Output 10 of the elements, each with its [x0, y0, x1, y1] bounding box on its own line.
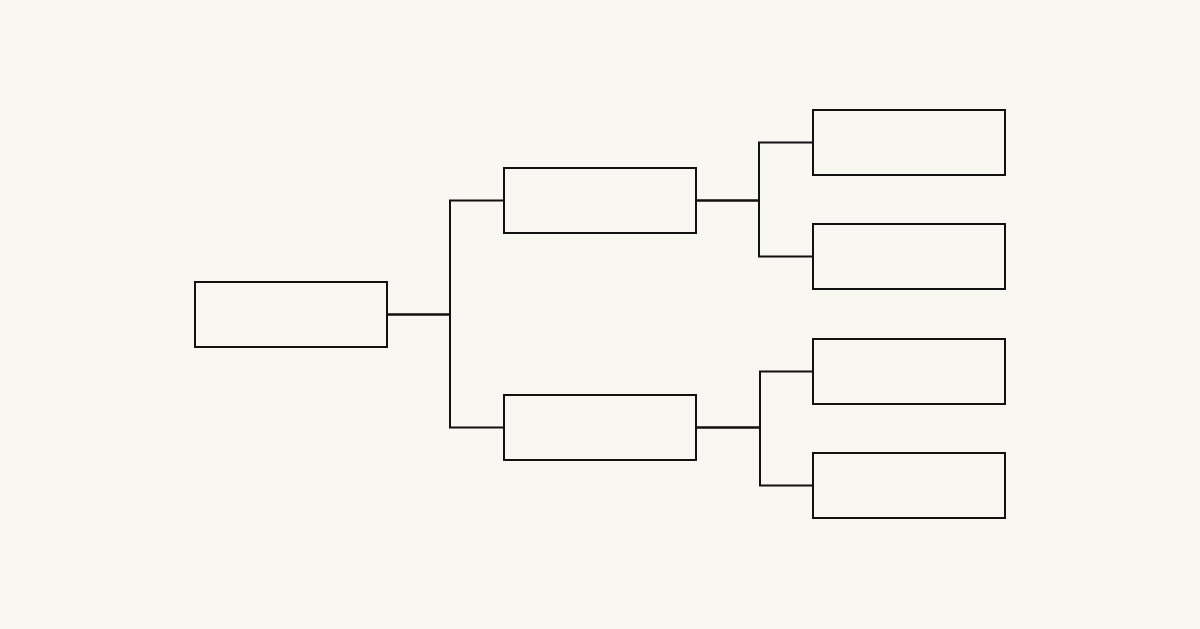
- connector-line: [387, 313, 504, 429]
- connector-line: [696, 199, 813, 258]
- empty-box: [503, 167, 697, 234]
- empty-box: [194, 281, 388, 348]
- empty-box: [812, 338, 1006, 405]
- empty-box: [812, 109, 1006, 176]
- empty-box: [812, 223, 1006, 290]
- empty-box: [812, 452, 1006, 519]
- connector-line: [696, 426, 813, 487]
- empty-box: [503, 394, 697, 461]
